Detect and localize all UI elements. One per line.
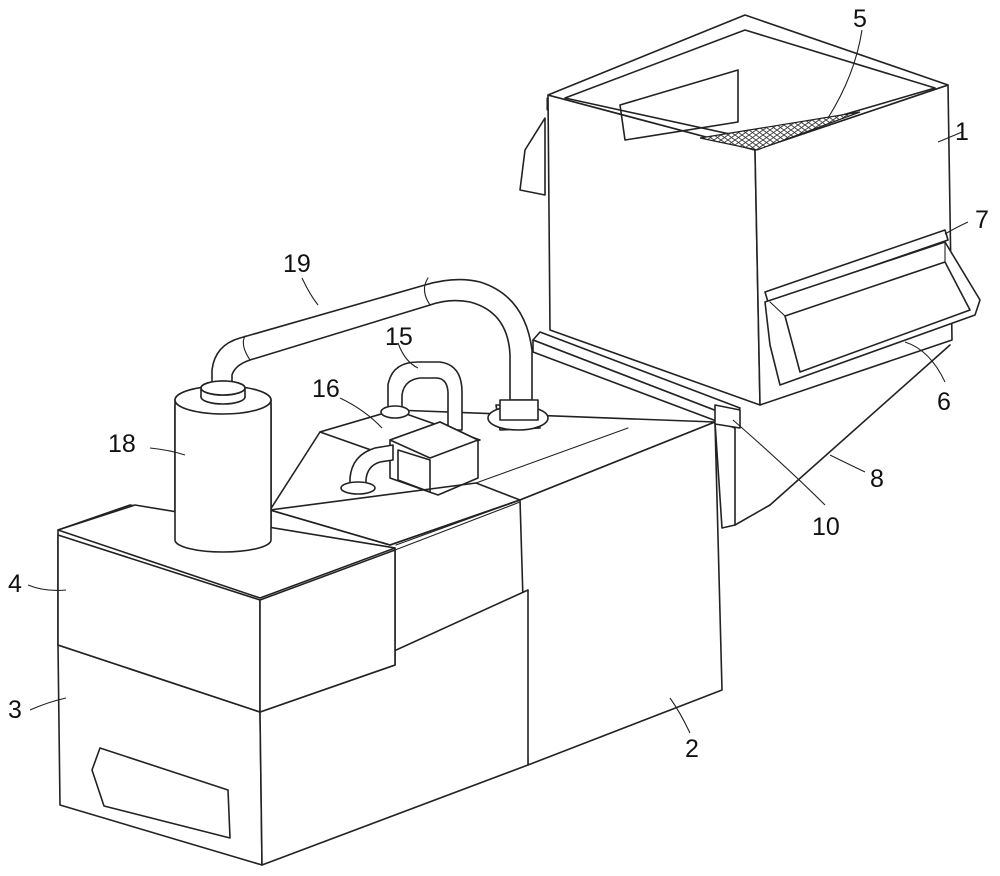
label-18: 18 xyxy=(108,430,136,458)
label-5: 5 xyxy=(853,5,867,33)
front-box xyxy=(57,589,529,866)
mounting-rail xyxy=(532,331,741,429)
side-drawer xyxy=(764,229,981,386)
label-4: 4 xyxy=(8,570,22,598)
leader-lines xyxy=(27,29,969,734)
label-2: 2 xyxy=(685,735,699,763)
label-7: 7 xyxy=(975,206,989,234)
pump-assembly xyxy=(319,361,549,496)
leader-7 xyxy=(944,221,969,235)
leader-19 xyxy=(301,277,319,306)
label-8: 8 xyxy=(870,465,884,493)
bent-pipe xyxy=(211,277,533,401)
leader-10 xyxy=(732,419,826,506)
label-3: 3 xyxy=(8,696,22,724)
screen-mesh xyxy=(699,111,861,151)
label-16: 16 xyxy=(312,375,340,403)
leader-6 xyxy=(904,341,946,383)
leader-16 xyxy=(339,397,383,429)
leader-15 xyxy=(397,342,419,369)
label-15: 15 xyxy=(385,323,413,351)
leader-8 xyxy=(829,454,866,473)
leader-5 xyxy=(827,29,863,119)
label-10: 10 xyxy=(812,513,840,541)
leader-3 xyxy=(29,697,67,711)
filter-canister-front xyxy=(174,380,272,553)
label-1: 1 xyxy=(955,118,969,146)
leader-1 xyxy=(937,131,963,143)
leader-4 xyxy=(27,584,67,591)
part-labels: 1 2 3 4 5 6 7 8 10 15 16 18 19 xyxy=(8,5,989,763)
label-6: 6 xyxy=(937,388,951,416)
label-19: 19 xyxy=(283,250,311,278)
leader-18 xyxy=(149,447,186,456)
leader-2 xyxy=(669,697,691,734)
